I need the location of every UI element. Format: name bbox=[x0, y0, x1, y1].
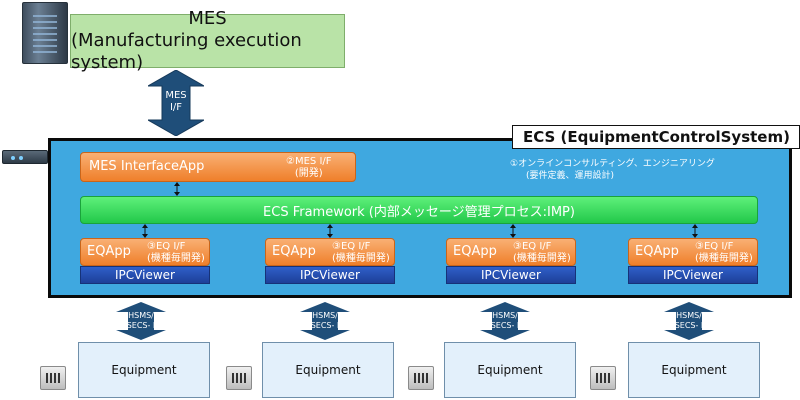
ipcviewer-box: IPCViewer bbox=[80, 266, 210, 284]
framework-eqapp-connector bbox=[510, 224, 516, 238]
mes-box: MES (Manufacturing execution system) bbox=[70, 8, 345, 73]
equipment-box: Equipment bbox=[262, 342, 394, 398]
eqapp-box: EQApp ③EQ I/F (機種毎開発) bbox=[446, 238, 576, 266]
framework-eqapp-connector bbox=[327, 224, 333, 238]
eqapp-note-2: (機種毎開発) bbox=[513, 253, 571, 264]
mes-interface-note-2: (開発) bbox=[294, 168, 323, 179]
eqapp-note-2: (機種毎開発) bbox=[332, 253, 390, 264]
hsms-label-2: SECS- I bbox=[674, 321, 704, 330]
eqapp-box: EQApp ③EQ I/F (機種毎開発) bbox=[628, 238, 758, 266]
eqapp-label: EQApp bbox=[635, 244, 679, 259]
eqapp-note-2: (機種毎開発) bbox=[147, 253, 205, 264]
framework-eqapp-connector bbox=[692, 224, 698, 238]
mes-interface-app: MES InterfaceApp ②MES I/F (開発) bbox=[80, 152, 356, 182]
hsms-arrow: HSMS/ SECS- I bbox=[300, 302, 350, 340]
hsms-label-1: HSMS/ bbox=[312, 311, 338, 320]
mes-interface-label: MES InterfaceApp bbox=[89, 159, 205, 174]
mes-if-label-line1: MES bbox=[165, 90, 187, 101]
hsms-label-1: HSMS/ bbox=[492, 311, 518, 320]
eqapp-box: EQApp ③EQ I/F (機種毎開発) bbox=[265, 238, 395, 266]
ecs-title: ECS (EquipmentControlSystem) bbox=[512, 125, 800, 149]
eqapp-box: EQApp ③EQ I/F (機種毎開発) bbox=[80, 238, 210, 266]
hsms-label-1: HSMS/ bbox=[128, 311, 154, 320]
mes-if-arrow: MES I/F bbox=[148, 70, 204, 136]
eqapp-label: EQApp bbox=[87, 244, 131, 259]
hsms-label-1: HSMS/ bbox=[676, 311, 702, 320]
mes-subtitle: (Manufacturing execution system) bbox=[71, 30, 302, 73]
equipment-box: Equipment bbox=[78, 342, 210, 398]
equipment-box: Equipment bbox=[444, 342, 576, 398]
hsms-arrow: HSMS/ SECS- I bbox=[480, 302, 530, 340]
mes-framework-connector bbox=[174, 182, 180, 196]
framework-eqapp-connector bbox=[142, 224, 148, 238]
consulting-line-1: ①オンラインコンサルティング、エンジニアリング bbox=[510, 159, 715, 169]
equipment-icon bbox=[590, 366, 616, 390]
ipcviewer-box: IPCViewer bbox=[628, 266, 758, 284]
consulting-note: ①オンラインコンサルティング、エンジニアリング (要件定義、運用設計) bbox=[510, 158, 760, 182]
equipment-icon bbox=[226, 366, 252, 390]
hsms-arrow: HSMS/ SECS- I bbox=[664, 302, 714, 340]
eqapp-note-1: ③EQ I/F bbox=[332, 241, 371, 252]
mes-title: MES bbox=[188, 8, 227, 29]
equipment-icon bbox=[40, 366, 66, 390]
hsms-label-2: SECS- I bbox=[310, 321, 340, 330]
ipcviewer-box: IPCViewer bbox=[446, 266, 576, 284]
eqapp-label: EQApp bbox=[453, 244, 497, 259]
server-tower-icon bbox=[22, 2, 68, 64]
mes-interface-note-1: ②MES I/F bbox=[286, 156, 332, 167]
eqapp-label: EQApp bbox=[272, 244, 316, 259]
eqapp-note-1: ③EQ I/F bbox=[695, 241, 734, 252]
eqapp-note-1: ③EQ I/F bbox=[513, 241, 552, 252]
mes-if-label-line2: I/F bbox=[169, 102, 183, 113]
eqapp-note-2: (機種毎開発) bbox=[695, 253, 753, 264]
eqapp-note-1: ③EQ I/F bbox=[147, 241, 186, 252]
hsms-label-2: SECS- I bbox=[490, 321, 520, 330]
ecs-framework: ECS Framework (内部メッセージ管理プロセス:IMP) bbox=[80, 196, 758, 224]
consulting-line-2: (要件定義、運用設計) bbox=[526, 171, 615, 181]
equipment-icon bbox=[408, 366, 434, 390]
ipcviewer-box: IPCViewer bbox=[265, 266, 395, 284]
hsms-label-2: SECS- I bbox=[126, 321, 156, 330]
equipment-box: Equipment bbox=[628, 342, 760, 398]
rack-server-icon bbox=[2, 150, 48, 164]
hsms-arrow: HSMS/ SECS- I bbox=[116, 302, 166, 340]
